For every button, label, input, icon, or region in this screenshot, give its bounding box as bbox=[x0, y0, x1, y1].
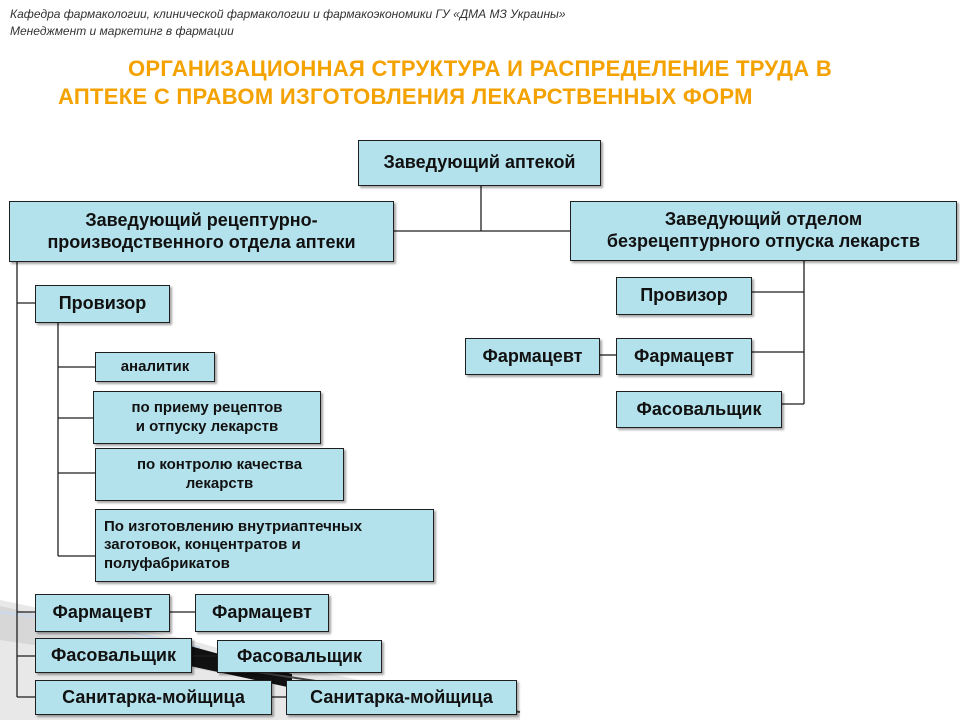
prescription-dept-head-label-2: производственного отдела аптеки bbox=[47, 231, 356, 252]
sanitarka-left-label-1: Санитарка-мойщица bbox=[62, 686, 245, 707]
otc-dept-head-label-2: безрецептурного отпуска лекарств bbox=[606, 231, 921, 251]
prescription-intake-box: по приему рецептов и отпуску лекарств bbox=[93, 391, 321, 444]
analitik-label: аналитик bbox=[120, 357, 190, 375]
sanitarka-left-box-1: Санитарка-мойщица bbox=[35, 680, 272, 715]
farmacevt-left-label-1: Фармацевт bbox=[52, 602, 153, 623]
analitik-box: аналитик bbox=[95, 352, 215, 382]
fasovalshchik-left-box-2: Фасовальщик bbox=[217, 640, 382, 673]
manufacturing-box: По изготовлению внутриаптечных заготовок… bbox=[95, 509, 434, 582]
farmacevt-left-box-2: Фармацевт bbox=[195, 594, 329, 632]
farmacevt-right-outer-box: Фармацевт bbox=[465, 338, 600, 375]
manufacturing-label-3: полуфабрикатов bbox=[104, 554, 230, 572]
quality-control-label-1: по контролю качества bbox=[136, 456, 303, 474]
provizor-right-label: Провизор bbox=[640, 285, 728, 306]
fasovalshchik-left-label-1: Фасовальщик bbox=[51, 644, 176, 665]
prescription-dept-head-label-1: Заведующий рецептурно- bbox=[85, 209, 318, 230]
header-department-text: Кафедра фармакологии, клинической фармак… bbox=[10, 7, 566, 21]
provizor-left-box: Провизор bbox=[35, 285, 170, 323]
quality-control-box: по контролю качества лекарств bbox=[95, 448, 344, 501]
prescription-dept-head-box: Заведующий рецептурно- производственного… bbox=[9, 201, 394, 262]
provizor-right-box: Провизор bbox=[616, 277, 752, 315]
prescription-intake-label-2: и отпуску лекарств bbox=[135, 417, 279, 435]
provizor-left-label: Провизор bbox=[58, 293, 147, 314]
quality-control-label-2: лекарств bbox=[185, 474, 254, 492]
sanitarka-left-box-2: Санитарка-мойщица bbox=[286, 680, 517, 715]
manufacturing-label-1: По изготовлению внутриаптечных bbox=[104, 518, 363, 536]
farmacevt-right-inner-label: Фармацевт bbox=[634, 345, 734, 366]
page-title-line-1: ОРГАНИЗАЦИОННАЯ СТРУКТУРА И РАСПРЕДЕЛЕНИ… bbox=[127, 56, 833, 81]
head-of-pharmacy-box: Заведующий аптекой bbox=[358, 140, 601, 186]
farmacevt-left-box-1: Фармацевт bbox=[35, 594, 170, 632]
header-course-text: Менеджмент и маркетинг в фармации bbox=[10, 24, 234, 38]
farmacevt-right-outer-label: Фармацевт bbox=[482, 345, 583, 366]
fasovalshchik-left-label-2: Фасовальщик bbox=[237, 645, 362, 666]
fasovalshchik-left-box-1: Фасовальщик bbox=[35, 638, 192, 673]
head-of-pharmacy-label: Заведующий аптекой bbox=[383, 152, 576, 173]
page-title-line-2: АПТЕКЕ С ПРАВОМ ИЗГОТОВЛЕНИЯ ЛЕКАРСТВЕНН… bbox=[58, 84, 753, 109]
manufacturing-label-2: заготовок, концентратов и bbox=[104, 536, 301, 554]
otc-dept-head-label-1: Заведующий отделом bbox=[664, 209, 863, 230]
fasovalshchik-right-box: Фасовальщик bbox=[616, 391, 782, 428]
sanitarka-left-label-2: Санитарка-мойщица bbox=[310, 686, 493, 707]
fasovalshchik-right-label: Фасовальщик bbox=[636, 398, 762, 419]
farmacevt-right-inner-box: Фармацевт bbox=[616, 338, 752, 375]
farmacevt-left-label-2: Фармацевт bbox=[212, 602, 312, 623]
otc-dept-head-box: Заведующий отделом безрецептурного отпус… bbox=[570, 201, 957, 261]
prescription-intake-label-1: по приему рецептов bbox=[131, 399, 283, 417]
